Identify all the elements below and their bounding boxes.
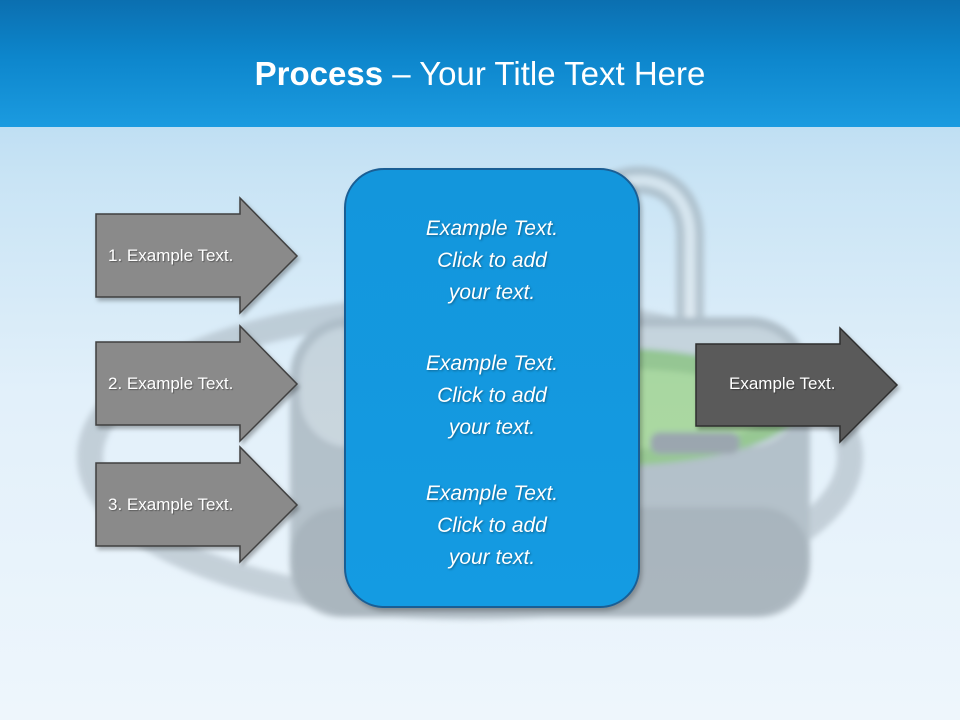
title-bold: Process (254, 55, 384, 92)
title-rest: – Your Title Text Here (383, 55, 706, 92)
center-text-block-2[interactable]: Example Text. Click to add your text. (344, 348, 640, 444)
title-bar (0, 0, 960, 127)
input-arrow-label-3: 3. Example Text. (108, 495, 234, 514)
center-text-line: your text. (448, 416, 536, 439)
center-text-line: Example Text. (425, 352, 559, 375)
center-text-block-1[interactable]: Example Text. Click to add your text. (344, 213, 640, 309)
center-text-block-3[interactable]: Example Text. Click to add your text. (344, 478, 640, 574)
center-text-line: Example Text. (425, 482, 559, 505)
center-text-line: Click to add (437, 249, 547, 272)
center-process-box[interactable] (344, 168, 640, 608)
output-arrow-label: Example Text. (729, 374, 836, 393)
input-arrow-label-1: 1. Example Text. (108, 246, 234, 265)
center-text-line: Example Text. (425, 217, 559, 240)
input-arrow-label-2: 2. Example Text. (108, 374, 234, 393)
slide-title[interactable]: Process – Your Title Text Here (0, 52, 960, 96)
center-text-line: Click to add (437, 514, 547, 537)
center-text-line: your text. (448, 546, 536, 569)
center-text-line: your text. (448, 281, 536, 304)
center-text-line: Click to add (437, 384, 547, 407)
